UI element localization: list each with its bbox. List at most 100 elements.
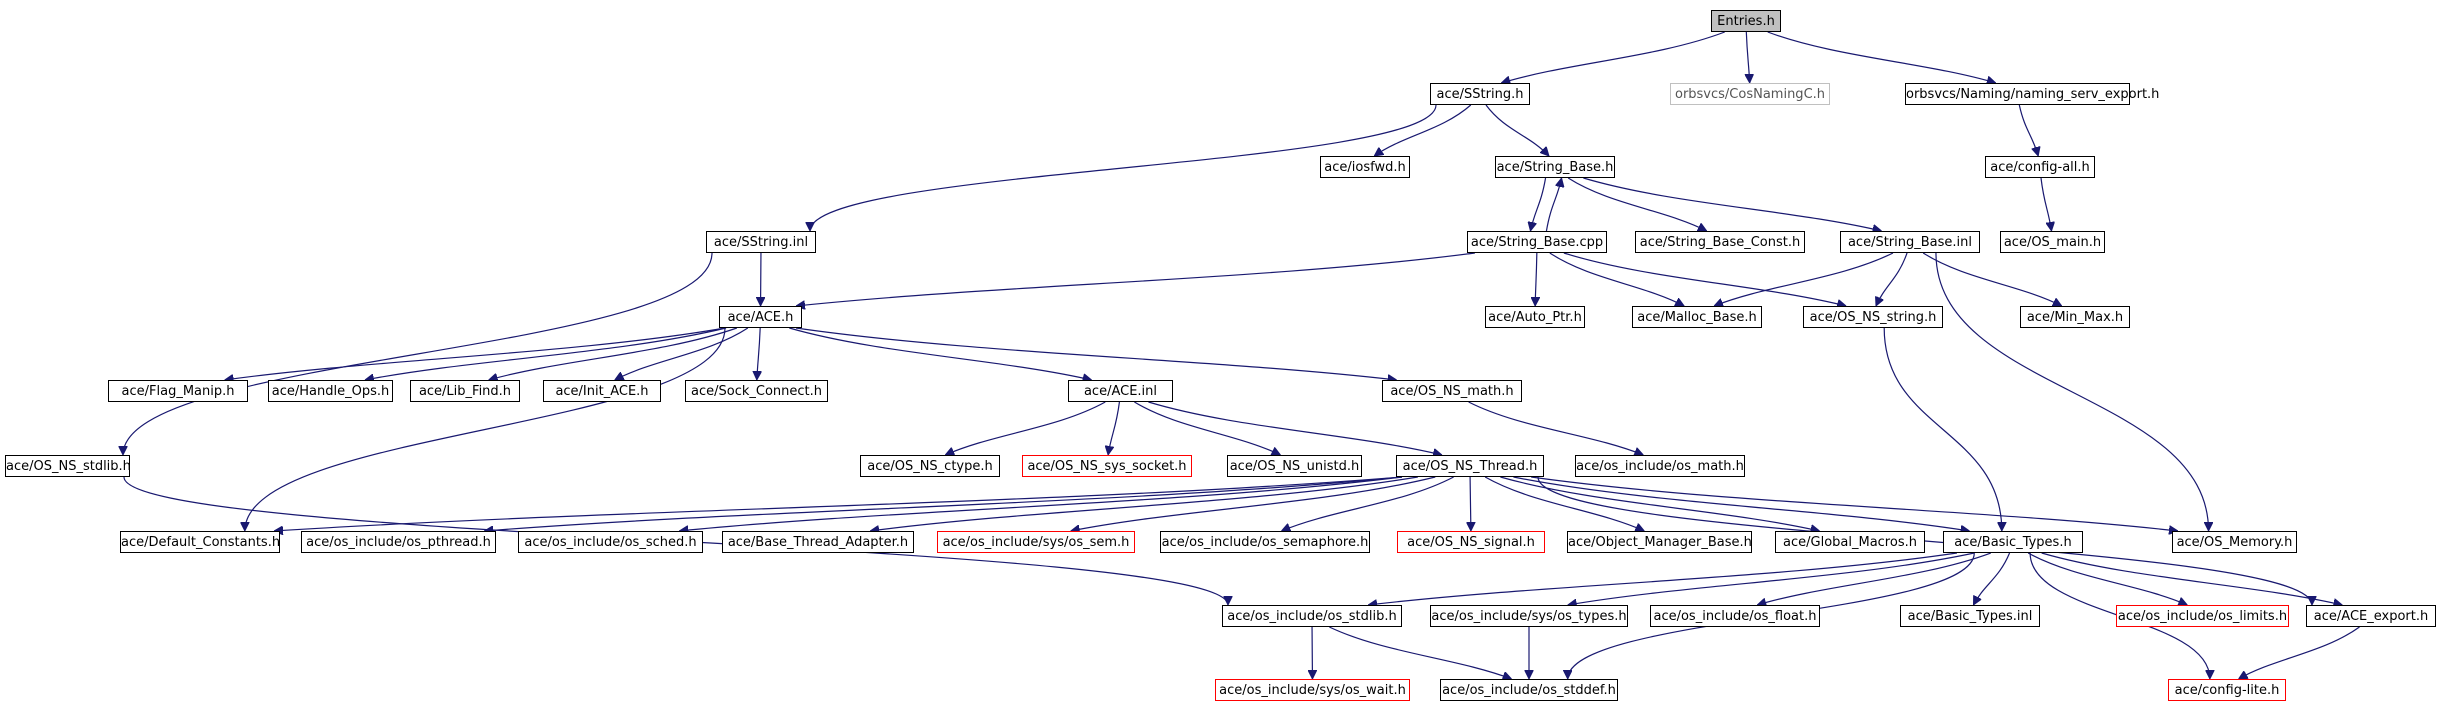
edge-ace-inl-to-os-ns-ctype (945, 401, 1106, 455)
node-min-max[interactable]: ace/Min_Max.h (2020, 306, 2130, 328)
node-os-stddef[interactable]: ace/os_include/os_stddef.h (1440, 679, 1618, 701)
node-os-ns-stdlib[interactable]: ace/OS_NS_stdlib.h (5, 455, 131, 477)
edge-string-base-cpp-to-ace-h (796, 252, 1475, 306)
node-os-ns-unistd[interactable]: ace/OS_NS_unistd.h (1227, 455, 1362, 477)
edge-sstring-h-to-sstring-inl (810, 104, 1437, 231)
node-flag-manip[interactable]: ace/Flag_Manip.h (108, 380, 248, 402)
node-os-memory[interactable]: ace/OS_Memory.h (2172, 531, 2297, 553)
node-handle-ops[interactable]: ace/Handle_Ops.h (268, 380, 393, 402)
node-config-lite[interactable]: ace/config-lite.h (2168, 679, 2286, 701)
edge-entries-to-naming-export (1767, 31, 1996, 83)
node-string-base-cpp[interactable]: ace/String_Base.cpp (1467, 231, 1607, 253)
node-default-constants[interactable]: ace/Default_Constants.h (120, 531, 280, 553)
edge-os-ns-thread-to-os-sched (679, 476, 1403, 531)
node-ace-export[interactable]: ace/ACE_export.h (2306, 605, 2436, 627)
node-sock-connect[interactable]: ace/Sock_Connect.h (685, 380, 828, 402)
node-basic-types-inl[interactable]: ace/Basic_Types.inl (1900, 605, 2040, 627)
edge-ace-h-to-handle-ops (365, 327, 727, 380)
edge-ace-h-to-init-ace (615, 327, 749, 381)
edge-string-base-h-to-string-base-const (1567, 177, 1707, 232)
edge-os-ns-thread-to-global-macros (1500, 476, 1819, 531)
edge-config-all-to-os-main (2040, 177, 2052, 231)
edge-os-ns-thread-to-os-semaphore (1281, 476, 1454, 531)
node-iosfwd[interactable]: ace/iosfwd.h (1320, 156, 1410, 178)
edge-ace-h-to-ace-inl (789, 327, 1091, 380)
node-os-ns-signal[interactable]: ace/OS_NS_signal.h (1397, 531, 1545, 553)
edge-basic-types-h-to-ace-export (2041, 552, 2343, 605)
edge-ace-h-to-sock-connect (757, 327, 760, 380)
node-os-math[interactable]: ace/os_include/os_math.h (1575, 455, 1745, 477)
edge-string-base-cpp-to-auto-ptr (1535, 252, 1537, 306)
edge-layer (123, 31, 2360, 680)
edge-os-ns-thread-to-basic-types-h (1513, 476, 1969, 531)
node-os-types[interactable]: ace/os_include/sys/os_types.h (1430, 605, 1628, 627)
node-auto-ptr[interactable]: ace/Auto_Ptr.h (1485, 306, 1585, 328)
edge-sstring-inl-to-os-ns-stdlib (123, 252, 713, 455)
node-sstring-inl[interactable]: ace/SString.inl (706, 231, 816, 253)
node-object-manager-base[interactable]: ace/Object_Manager_Base.h (1567, 531, 1752, 553)
node-naming-export[interactable]: orbsvcs/Naming/naming_serv_export.h (1905, 83, 2159, 105)
node-sstring-h[interactable]: ace/SString.h (1430, 83, 1530, 105)
edge-ace-export-to-config-lite (2239, 626, 2360, 680)
edge-os-ns-thread-to-ace-export (1537, 476, 2312, 605)
edge-ace-inl-to-os-ns-unistd (1134, 401, 1280, 455)
node-ace-inl[interactable]: ace/ACE.inl (1068, 380, 1173, 402)
edge-os-ns-string-to-basic-types-h (1883, 327, 2002, 531)
edge-ace-inl-to-os-ns-thread (1148, 401, 1442, 455)
node-config-all[interactable]: ace/config-all.h (1985, 156, 2095, 178)
edge-ace-h-to-lib-find (489, 327, 738, 380)
node-os-ns-math[interactable]: ace/OS_NS_math.h (1382, 380, 1522, 402)
node-os-pthread[interactable]: ace/os_include/os_pthread.h (301, 531, 496, 553)
node-os-ns-string[interactable]: ace/OS_NS_string.h (1803, 306, 1943, 328)
node-os-ns-thread[interactable]: ace/OS_NS_Thread.h (1396, 455, 1544, 477)
edge-string-base-h-to-string-base-inl (1583, 177, 1881, 231)
edge-os-ns-thread-to-os-pthread (484, 476, 1403, 531)
edge-os-ns-thread-to-base-thread-adapter (870, 476, 1418, 531)
edge-os-ns-thread-to-os-sem (1071, 476, 1436, 531)
node-base-thread-adapter[interactable]: ace/Base_Thread_Adapter.h (722, 531, 914, 553)
edge-ace-h-to-flag-manip (225, 327, 726, 380)
node-os-main[interactable]: ace/OS_main.h (2000, 231, 2105, 253)
node-os-limits[interactable]: ace/os_include/os_limits.h (2116, 605, 2289, 627)
edge-string-base-cpp-to-string-base-h (1545, 178, 1561, 232)
node-string-base-h[interactable]: ace/String_Base.h (1495, 156, 1615, 178)
node-ace-h[interactable]: ace/ACE.h (719, 306, 802, 328)
node-entries[interactable]: Entries.h (1711, 10, 1781, 32)
node-os-sem[interactable]: ace/os_include/sys/os_sem.h (937, 531, 1135, 553)
edge-basic-types-h-to-basic-types-inl (1972, 552, 2011, 605)
edge-string-base-inl-to-os-memory (1935, 252, 2209, 531)
edge-string-base-h-to-string-base-cpp (1530, 177, 1547, 231)
node-cosnaming[interactable]: orbsvcs/CosNamingC.h (1670, 83, 1830, 105)
node-os-sched[interactable]: ace/os_include/os_sched.h (518, 531, 703, 553)
edge-string-base-inl-to-malloc-base (1714, 252, 1894, 306)
edge-entries-to-cosnaming (1746, 31, 1749, 83)
node-global-macros[interactable]: ace/Global_Macros.h (1775, 531, 1925, 553)
edge-entries-to-sstring-h (1501, 31, 1725, 83)
node-string-base-inl[interactable]: ace/String_Base.inl (1840, 231, 1980, 253)
edge-os-ns-math-to-os-math (1468, 401, 1644, 455)
node-os-wait[interactable]: ace/os_include/sys/os_wait.h (1215, 679, 1410, 701)
edge-ace-h-to-default-constants (245, 327, 726, 531)
node-string-base-const[interactable]: ace/String_Base_Const.h (1635, 231, 1805, 253)
node-malloc-base[interactable]: ace/Malloc_Base.h (1632, 306, 1762, 328)
node-basic-types-h[interactable]: ace/Basic_Types.h (1943, 531, 2083, 553)
edge-basic-types-h-to-os-types (1568, 552, 1975, 605)
edge-os-ns-thread-to-object-manager-base (1484, 476, 1644, 531)
edge-basic-types-h-to-os-float (1757, 552, 1991, 605)
node-os-ns-ctype[interactable]: ace/OS_NS_ctype.h (860, 455, 1000, 477)
edge-os-ns-thread-to-os-memory (1531, 476, 2178, 531)
node-os-semaphore[interactable]: ace/os_include/os_semaphore.h (1160, 531, 1370, 553)
edge-ace-h-to-os-ns-math (795, 327, 1397, 380)
edge-os-ns-thread-to-os-ns-signal (1470, 476, 1471, 531)
node-os-float[interactable]: ace/os_include/os_float.h (1650, 605, 1820, 627)
edge-basic-types-h-to-os-limits (2027, 552, 2187, 605)
edge-string-base-cpp-to-os-ns-string (1563, 252, 1846, 306)
edge-naming-export-to-config-all (2018, 104, 2038, 156)
edge-os-ns-thread-to-default-constants (274, 476, 1403, 531)
edge-string-base-inl-to-min-max (1922, 252, 2062, 307)
node-os-stdlib[interactable]: ace/os_include/os_stdlib.h (1222, 605, 1402, 627)
node-init-ace[interactable]: ace/Init_ACE.h (543, 380, 661, 402)
node-os-ns-sys-socket[interactable]: ace/OS_NS_sys_socket.h (1022, 455, 1192, 477)
edge-string-base-inl-to-os-ns-string (1876, 252, 1908, 306)
node-lib-find[interactable]: ace/Lib_Find.h (410, 380, 520, 402)
